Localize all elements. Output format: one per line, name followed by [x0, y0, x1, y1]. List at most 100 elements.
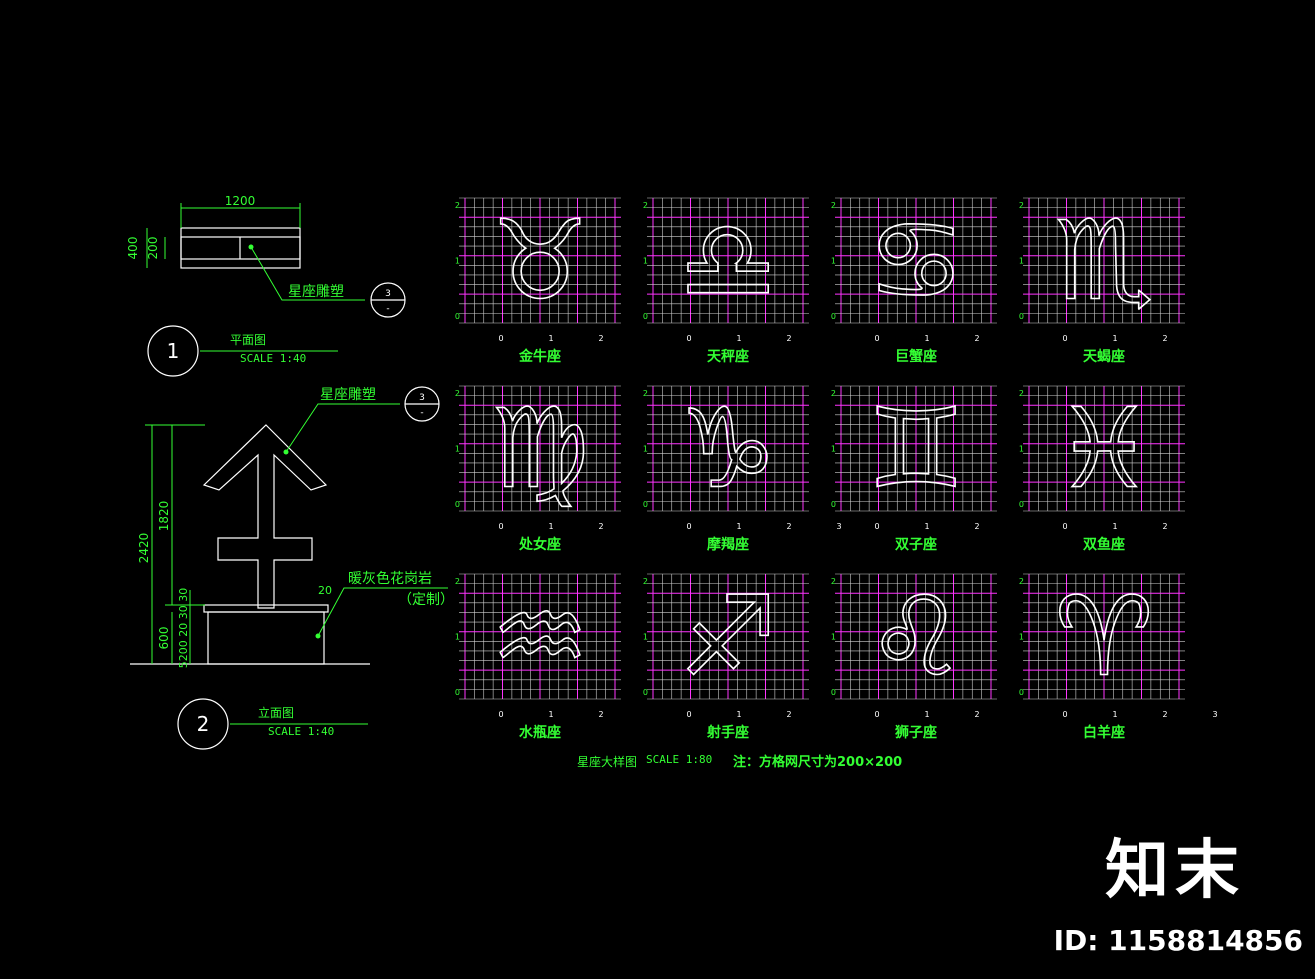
- elevation-material-line1: 暖灰色花岗岩: [348, 570, 432, 587]
- x-tick-label: 1: [1112, 522, 1117, 531]
- zodiac-name-label: 双子座: [895, 536, 937, 553]
- elevation-leader-label: 星座雕塑: [320, 387, 376, 403]
- y-tick-label: 0: [831, 688, 836, 697]
- elevation-material-line2: （定制）: [398, 592, 454, 608]
- x-tick-label: 2: [786, 710, 791, 719]
- x-tick-label: 1: [924, 710, 929, 719]
- x-tick-label: 2: [974, 710, 979, 719]
- y-tick-label: 2: [831, 201, 836, 210]
- plan-view-number-bubble: [147, 325, 199, 377]
- zodiac-name-label: 天蝎座: [1083, 348, 1125, 365]
- y-tick-label: 1: [831, 445, 836, 454]
- y-tick-label: 1: [1019, 633, 1024, 642]
- x-tick-label: 2: [598, 522, 603, 531]
- elevation-view: 2420 1820 600 5200 20 30 30 20 星座雕塑 3 - …: [130, 386, 454, 750]
- zodiac-symbol-icon: ♒: [491, 573, 590, 701]
- x-tick-label: 2: [974, 334, 979, 343]
- zodiac-symbol-icon: ♏: [1055, 197, 1154, 325]
- x-tick-label: 0: [498, 334, 503, 343]
- zodiac-symbol-icon: ♍: [491, 385, 590, 513]
- zodiac-name-label: 狮子座: [894, 724, 937, 741]
- x-tick-label: 0: [1062, 334, 1067, 343]
- detail-caption: 星座大样图 SCALE 1:80 注：方格网尺寸为200×200: [577, 753, 902, 770]
- zodiac-name-label: 巨蟹座: [895, 348, 937, 365]
- x-tick-label: 1: [924, 522, 929, 531]
- zodiac-symbol-icon: ♋: [867, 197, 966, 325]
- y-tick-label: 2: [831, 389, 836, 398]
- zodiac-symbol-icon: ♉: [491, 197, 590, 325]
- y-tick-label: 1: [643, 633, 648, 642]
- x-tick-label: 1: [736, 334, 741, 343]
- y-tick-label: 2: [1019, 577, 1024, 586]
- plan-view: 1200 400 200 星座雕塑 3 - 1 平面图 SCALE 1:40: [126, 194, 406, 377]
- plan-width-dim: 1200: [225, 194, 256, 208]
- y-tick-label: 0: [1019, 500, 1024, 509]
- plan-view-title: 平面图: [230, 333, 266, 347]
- y-tick-label: 2: [455, 201, 460, 210]
- zodiac-name-label: 摩羯座: [707, 536, 749, 553]
- plan-view-number: 1: [167, 339, 180, 363]
- x-tick-label: 2: [1162, 334, 1167, 343]
- elevation-dim-stack: 5200 20 30 30: [177, 588, 190, 668]
- watermark-brand: 知末: [1105, 834, 1245, 908]
- y-tick-label: 2: [1019, 201, 1024, 210]
- x-tick-label: 0: [686, 522, 691, 531]
- zodiac-name-label: 处女座: [518, 536, 561, 553]
- y-tick-label: 2: [1019, 389, 1024, 398]
- elevation-dim-total: 2420: [137, 533, 151, 564]
- svg-text:-: -: [420, 408, 423, 418]
- y-tick-label: 0: [1019, 688, 1024, 697]
- zodiac-name-label: 天秤座: [707, 348, 749, 365]
- y-tick-label: 1: [455, 257, 460, 266]
- y-tick-label: 0: [455, 312, 460, 321]
- x-tick-label: 1: [1112, 710, 1117, 719]
- y-tick-label: 1: [1019, 445, 1024, 454]
- x-tick-label: 0: [874, 334, 879, 343]
- x-tick-label: 0: [686, 710, 691, 719]
- x-tick-label: 3: [1212, 710, 1217, 719]
- x-tick-label: 1: [736, 710, 741, 719]
- zodiac-symbol-icon: ♈: [1055, 573, 1154, 701]
- y-tick-label: 1: [643, 445, 648, 454]
- y-tick-label: 0: [1019, 312, 1024, 321]
- zodiac-symbol-icon: ♐: [679, 573, 778, 701]
- zodiac-name-label: 金牛座: [518, 348, 561, 365]
- zodiac-symbol-icon: ♑: [679, 385, 778, 513]
- x-tick-label: 2: [598, 710, 603, 719]
- y-tick-label: 2: [643, 389, 648, 398]
- y-tick-label: 2: [643, 201, 648, 210]
- zodiac-name-label: 白羊座: [1083, 724, 1125, 741]
- x-tick-label: 1: [548, 522, 553, 531]
- y-tick-label: 0: [831, 500, 836, 509]
- y-tick-label: 1: [831, 257, 836, 266]
- y-tick-label: 1: [1019, 257, 1024, 266]
- elevation-sculpture-outline: [202, 424, 328, 609]
- zodiac-name-label: 射手座: [706, 724, 749, 741]
- x-tick-label: 0: [686, 334, 691, 343]
- x-tick-label: 1: [736, 522, 741, 531]
- zodiac-symbol-icon: ♓: [1055, 385, 1154, 513]
- zodiac-panel-4: ♏ 0 1 2 0 1 2 天蝎座: [1019, 196, 1185, 365]
- y-tick-label: 1: [643, 257, 648, 266]
- elevation-view-scale: SCALE 1:40: [268, 725, 334, 738]
- x-tick-label: 0: [874, 710, 879, 719]
- elevation-base: [207, 611, 325, 665]
- y-tick-label: 0: [455, 688, 460, 697]
- y-tick-label: 2: [455, 577, 460, 586]
- svg-text:3: 3: [385, 289, 391, 299]
- y-tick-label: 1: [455, 633, 460, 642]
- x-tick-label: 2: [786, 522, 791, 531]
- x-tick-label: 1: [548, 710, 553, 719]
- elevation-view-number-bubble: [177, 698, 229, 750]
- x-tick-label: 1: [1112, 334, 1117, 343]
- y-tick-label: 0: [643, 312, 648, 321]
- elevation-dim-base: 600: [157, 627, 171, 650]
- zodiac-name-label: 水瓶座: [519, 724, 561, 741]
- plan-height-dim-outer: 400: [126, 237, 140, 260]
